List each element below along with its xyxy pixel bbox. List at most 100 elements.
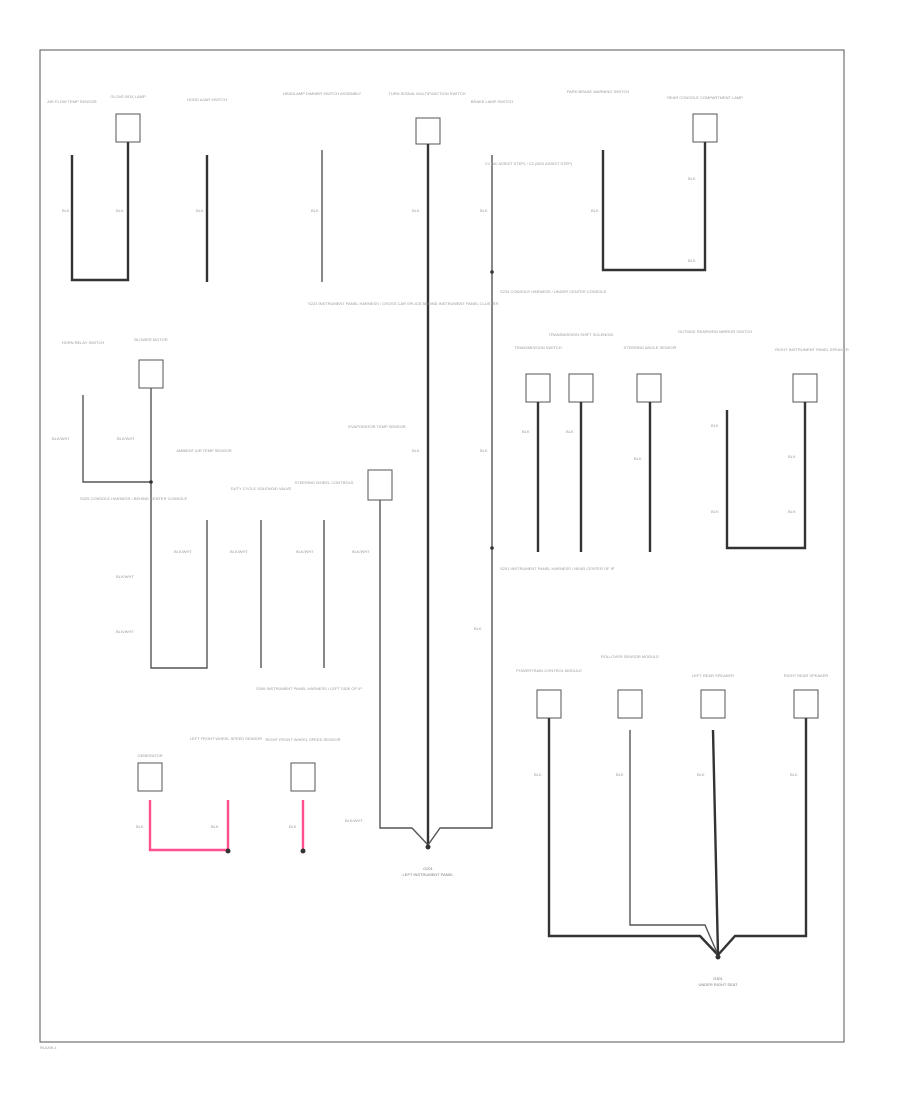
splice-node-brake-mid xyxy=(490,546,494,550)
wire-label-15: BLK/WHT xyxy=(352,549,370,554)
connector-evaporator xyxy=(367,469,393,501)
nodes xyxy=(149,270,721,960)
wire-label-32: BLK xyxy=(534,772,542,777)
wire-right-rear xyxy=(717,718,808,956)
splice-node-brake-top xyxy=(490,270,494,274)
wire-evaporator xyxy=(379,500,429,846)
wire-top-right-loop xyxy=(601,142,707,272)
label-steering-wheel: STEERING WHEEL CONTROLS xyxy=(295,480,354,485)
wire-label-19: BLK xyxy=(566,429,574,434)
label-glove-box: GLOVE BOX LAMP xyxy=(110,94,146,99)
label-trans-shift: TRANSMISSION SHIFT SOLENOID xyxy=(549,332,614,337)
wire-label-13: BLK/WHT xyxy=(230,549,248,554)
label-left-rear: LEFT REAR SPEAKER xyxy=(692,673,734,678)
wire-rollover xyxy=(629,730,719,956)
label-rollover: ROLLOVER SENSOR MODULE xyxy=(601,654,659,659)
label-outside-mirror: OUTSIDE REARVIEW MIRROR SWITCH xyxy=(678,329,752,334)
wire-label-18: BLK xyxy=(522,429,530,434)
connector-generator xyxy=(137,762,163,792)
wire-label-10: BLK/WHT xyxy=(52,436,70,441)
label-right-ip: RIGHT INSTRUMENT PANEL SPEAKER xyxy=(775,347,849,352)
connector-rollover xyxy=(617,689,643,719)
wire-label-1: BLK xyxy=(62,208,70,213)
wire-label-11: BLK/WHT xyxy=(117,436,135,441)
connector-turn-sw xyxy=(415,117,441,145)
wire-generator-pink xyxy=(148,800,230,852)
connector-rear-console xyxy=(692,113,718,143)
wire-top-left-loop xyxy=(70,142,130,282)
splice-node-rf-wheel xyxy=(300,848,306,854)
wire-label-16: BLK xyxy=(412,448,420,453)
label-evaporator: EVAPORATOR TEMP SENSOR xyxy=(348,424,405,429)
splice-node-generator xyxy=(225,848,231,854)
notes: C1 (W/ ASSIST STEP) / C2 (W/O ASSIST STE… xyxy=(80,161,615,691)
connector-rf-wheel xyxy=(290,762,316,792)
label-lf-wheel: LEFT FRONT WHEEL SPEED SENSOR xyxy=(190,736,262,741)
label-powertrain: POWERTRAIN CONTROL MODULE xyxy=(516,668,582,673)
wire-brake-sw xyxy=(427,155,493,846)
label-steering-angle: STEERING ANGLE SENSOR xyxy=(624,345,677,350)
wire-color-labels: BLK BLK BLK BLK BLK BLK BLK BLK BLK BLK/… xyxy=(52,176,798,829)
label-rear-console: REAR CONSOLE COMPARTMENT LAMP xyxy=(667,95,743,100)
wire-label-21: BLK xyxy=(711,423,719,428)
label-blower: BLOWER MOTOR xyxy=(134,337,167,342)
ground-node-g301 xyxy=(715,954,721,960)
wire-label-33: BLK xyxy=(616,772,624,777)
label-hood-sw: HOOD AJAR SWITCH xyxy=(187,97,227,102)
wire-label-31: BLK/WHT xyxy=(345,818,363,823)
ground-label-g201: G201 xyxy=(423,866,434,871)
connector-right-rear xyxy=(793,689,819,719)
ground-labels: G201 LEFT INSTRUMENT PANEL G301 UNDER RI… xyxy=(403,866,738,987)
wire-label-22: BLK xyxy=(788,454,796,459)
note-splice-left2: S306 INSTRUMENT PANEL HARNESS / LEFT SID… xyxy=(256,686,362,691)
wire-label-3: BLK xyxy=(196,208,204,213)
wire-blower xyxy=(150,388,208,669)
label-turn-sw: TURN SIGNAL MULTIFUNCTION SWITCH xyxy=(388,91,465,96)
connector-trans-shift xyxy=(568,373,594,403)
wire-label-27: BLK xyxy=(474,626,482,631)
connector-left-rear xyxy=(700,689,726,719)
label-brake-sw: BRAKE LAMP SWITCH xyxy=(471,99,513,104)
wire-label-24: BLK xyxy=(788,509,796,514)
wire-label-26: BLK/WHT xyxy=(116,629,134,634)
wire-label-23: BLK xyxy=(711,509,719,514)
wire-label-9: BLK xyxy=(688,258,696,263)
wire-mirror-ip-loop xyxy=(725,402,807,550)
label-generator: GENERATOR xyxy=(138,753,163,758)
connector-blower xyxy=(138,359,164,389)
wire-label-4: BLK xyxy=(311,208,319,213)
wire-label-8: BLK xyxy=(688,176,696,181)
wire-label-30: BLK xyxy=(289,824,297,829)
diagram-border xyxy=(39,49,845,1043)
wire-left-rear xyxy=(711,729,720,956)
component-labels: AIR FLOW TEMP SENSOR GLOVE BOX LAMP HOOD… xyxy=(47,89,849,758)
wire-label-29: BLK xyxy=(211,824,219,829)
ground-label-g301: G301 xyxy=(713,976,724,981)
label-park-brake: PARK BRAKE WARNING SWITCH xyxy=(567,89,630,94)
ground-sub-g201: LEFT INSTRUMENT PANEL xyxy=(403,872,455,877)
connector-glove-box xyxy=(115,113,141,143)
label-ambient: AMBIENT AIR TEMP SENSOR xyxy=(176,448,231,453)
wire-label-25: BLK/WHT xyxy=(116,574,134,579)
label-right-rear: RIGHT REAR SPEAKER xyxy=(784,673,829,678)
wire-powertrain xyxy=(547,718,719,956)
wire-label-34: BLK xyxy=(697,772,705,777)
wire-label-14: BLK/WHT xyxy=(296,549,314,554)
label-rf-wheel: RIGHT FRONT WHEEL SPEED SENSOR xyxy=(265,737,340,742)
wire-label-20: BLK xyxy=(634,456,642,461)
note-splice-left: S325 CONSOLE HARNESS / BEHIND CENTER CON… xyxy=(80,496,187,501)
wire-label-17: BLK xyxy=(480,448,488,453)
page-code: RUU09-1 xyxy=(40,1045,57,1050)
wire-label-12: BLK/WHT xyxy=(174,549,192,554)
label-horn-relay: HORN RELAY SWITCH xyxy=(62,340,105,345)
wires xyxy=(70,142,808,956)
label-dim-sw: HEADLAMP DIMMER SWITCH ASSEMBLY xyxy=(283,91,362,96)
label-trans-sw: TRANSMISSION SWITCH xyxy=(514,345,561,350)
connector-steering-angle xyxy=(636,373,662,403)
label-duty-cycle: DUTY CYCLE SOLENOID VALVE xyxy=(231,486,292,491)
wire-label-7: BLK xyxy=(591,208,599,213)
connector-trans-sw xyxy=(525,373,551,403)
ground-node-g201 xyxy=(425,844,431,850)
wire-label-5: BLK xyxy=(412,208,420,213)
note-splice-mid: S223 INSTRUMENT PANEL HARNESS / CROSS CA… xyxy=(308,301,498,306)
